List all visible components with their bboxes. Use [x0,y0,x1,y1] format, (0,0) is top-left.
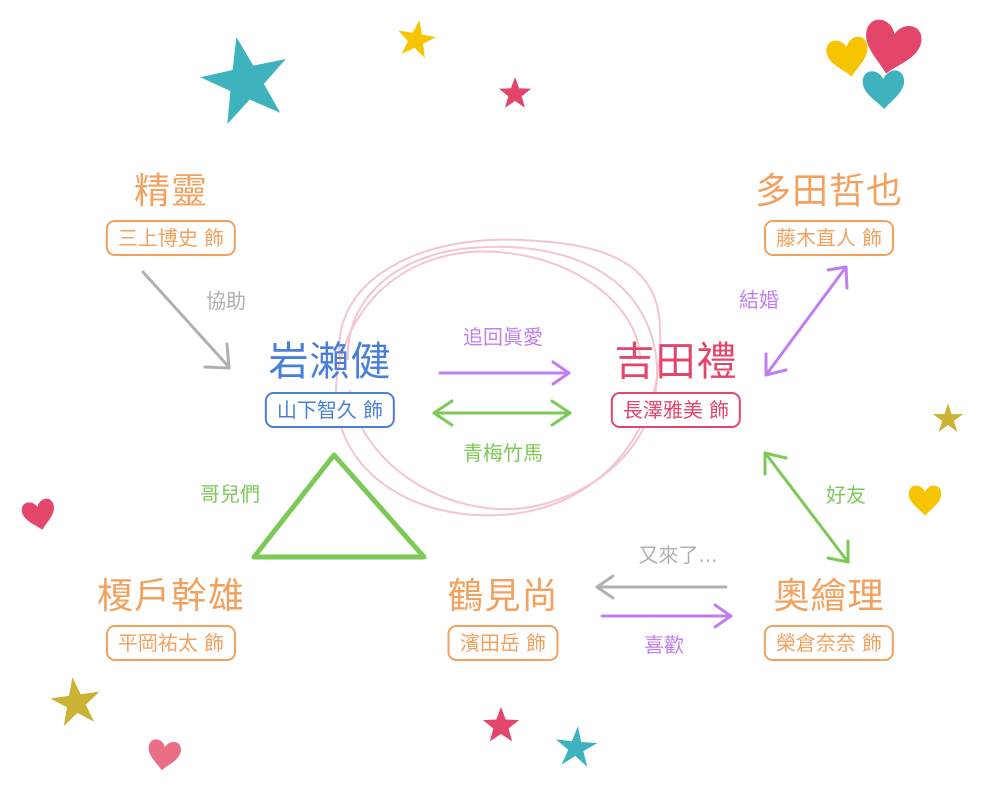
married-arrow [764,265,849,377]
relation-help-label: 協助 [206,289,246,313]
character-name: 吉田禮 [614,339,738,385]
character-name: 精靈 [133,171,209,212]
star-icon [932,403,964,432]
chase-love-arrow [438,360,571,386]
childhood-arrow [432,399,572,427]
character-name: 奧繪理 [773,576,885,617]
relation-like-label: 喜歡 [644,633,684,657]
like-arrow [600,603,733,629]
star-icon [398,20,436,58]
relation-chase-love-label: 追回眞愛 [463,325,543,349]
character-enokido: 榎戶幹雄 平岡祐太 飾 [97,575,245,661]
character-yoshida: 吉田禮 長澤雅美 飾 [610,338,742,428]
star-icon [555,726,598,767]
character-tsurumi: 鶴見尚 濱田岳 飾 [447,575,559,661]
help-arrow [141,270,231,370]
buddies-triangle [251,452,427,560]
character-name: 多田哲也 [754,171,904,212]
character-name: 岩瀨健 [268,339,392,385]
character-seirei: 精靈 三上博史 飾 [105,170,237,256]
star-icon [200,37,286,124]
scribble-circle [334,238,662,517]
actor-label: 藤木直人 飾 [763,220,895,256]
relation-friends-label: 好友 [826,483,866,507]
character-oku: 奧繪理 榮倉奈奈 飾 [763,575,895,661]
character-iwase: 岩瀨健 山下智久 飾 [264,338,396,428]
character-tada: 多田哲也 藤木直人 飾 [755,170,903,256]
relation-married-label: 結婚 [739,288,779,312]
character-name: 榎戶幹雄 [96,576,246,617]
again-arrow [595,574,728,600]
relation-childhood-label: 青梅竹馬 [463,441,543,465]
actor-label: 三上博史 飾 [105,220,237,256]
character-name: 鶴見尚 [447,576,559,617]
star-icon [482,707,520,742]
actor-label: 長澤雅美 飾 [610,392,742,428]
friends-arrow [763,451,850,564]
star-icon [50,677,100,726]
star-icon [498,77,532,108]
relation-buddies-label: 哥兒們 [200,482,260,506]
actor-label: 濱田岳 飾 [447,625,559,661]
actor-label: 平岡祐太 飾 [105,625,237,661]
actor-label: 山下智久 飾 [264,392,396,428]
actor-label: 榮倉奈奈 飾 [763,625,895,661]
relation-again-label: 又來了... [638,543,718,567]
